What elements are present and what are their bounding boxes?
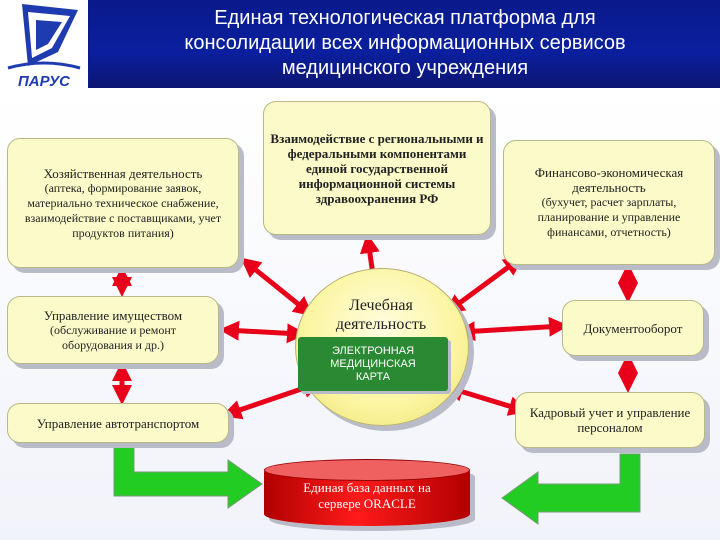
green-arrow-to-database-right (501, 453, 641, 525)
database-label-line-1: Единая база данных на (303, 480, 431, 495)
box-hr: Кадровый учет и управление персоналом (515, 392, 705, 448)
box-docflow-title: Документооборот (583, 320, 683, 336)
arrow-docflow-center (455, 316, 569, 342)
database-label-line-2: сервере ORACLE (318, 496, 416, 511)
medical-activity-line-1: Лечебная (349, 297, 413, 314)
box-economic: Хозяйственная деятельность (аптека, форм… (7, 138, 239, 268)
arrow-economic-center (240, 257, 314, 317)
database-label: Единая база данных на сервере ORACLE (264, 480, 470, 512)
box-economic-title: Хозяйственная деятельность (43, 165, 203, 181)
title-line-3: медицинского учреждения (281, 57, 529, 79)
medical-activity-line-2: деятельность (335, 316, 427, 333)
emr-line-1: ЭЛЕКТРОННАЯ (331, 344, 415, 357)
parus-logo-icon: ПАРУС (7, 4, 81, 90)
logo-wordmark: ПАРУС (18, 73, 71, 90)
box-property: Управление имуществом (обслуживание и ре… (7, 296, 219, 364)
title-line-1: Единая технологическая платформа для (214, 7, 596, 29)
oracle-database-cylinder (264, 459, 470, 526)
header-bar: ПАРУС Единая технологическая платформа д… (0, 0, 720, 92)
box-economic-detail: (аптека, формирование заявок, материальн… (24, 180, 222, 240)
medical-activity-label: Лечебная деятельность (295, 296, 467, 334)
box-finance-title: Финансово-экономическая деятельность (534, 165, 684, 195)
box-finance-detail: (бухучет, расчет зарплаты, планирование … (537, 195, 681, 239)
parus-logo: ПАРУС (0, 0, 90, 92)
emr-line-3: КАРТА (355, 370, 391, 383)
green-arrow-to-database-left (113, 437, 263, 509)
box-docflow: Документооборот (562, 300, 704, 356)
box-property-detail: (обслуживание и ремонт оборудования и др… (50, 322, 176, 352)
box-interaction: Взаимодействие с региональными и федерал… (263, 101, 491, 235)
arrow-hr-center (443, 382, 529, 416)
title-line-2: консолидации всех информационных сервисо… (184, 32, 626, 54)
electronic-medical-record-box: ЭЛЕКТРОННАЯ МЕДИЦИНСКАЯ КАРТА (298, 337, 448, 391)
emr-line-2: МЕДИЦИНСКАЯ (330, 357, 416, 370)
arrow-finance-center (444, 255, 524, 315)
database-cylinder-top (264, 459, 470, 481)
box-interaction-title: Взаимодействие с региональными и федерал… (270, 130, 484, 206)
box-transport-title: Управление автотранспортом (36, 415, 200, 431)
box-finance: Финансово-экономическая деятельность (бу… (503, 140, 715, 265)
arrow-property-center (219, 320, 307, 344)
box-hr-title: Кадровый учет и управление персоналом (529, 405, 691, 435)
box-transport: Управление автотранспортом (7, 403, 229, 443)
box-property-title: Управление имуществом (43, 307, 183, 323)
page-title: Единая технологическая платформа для кон… (110, 6, 700, 81)
